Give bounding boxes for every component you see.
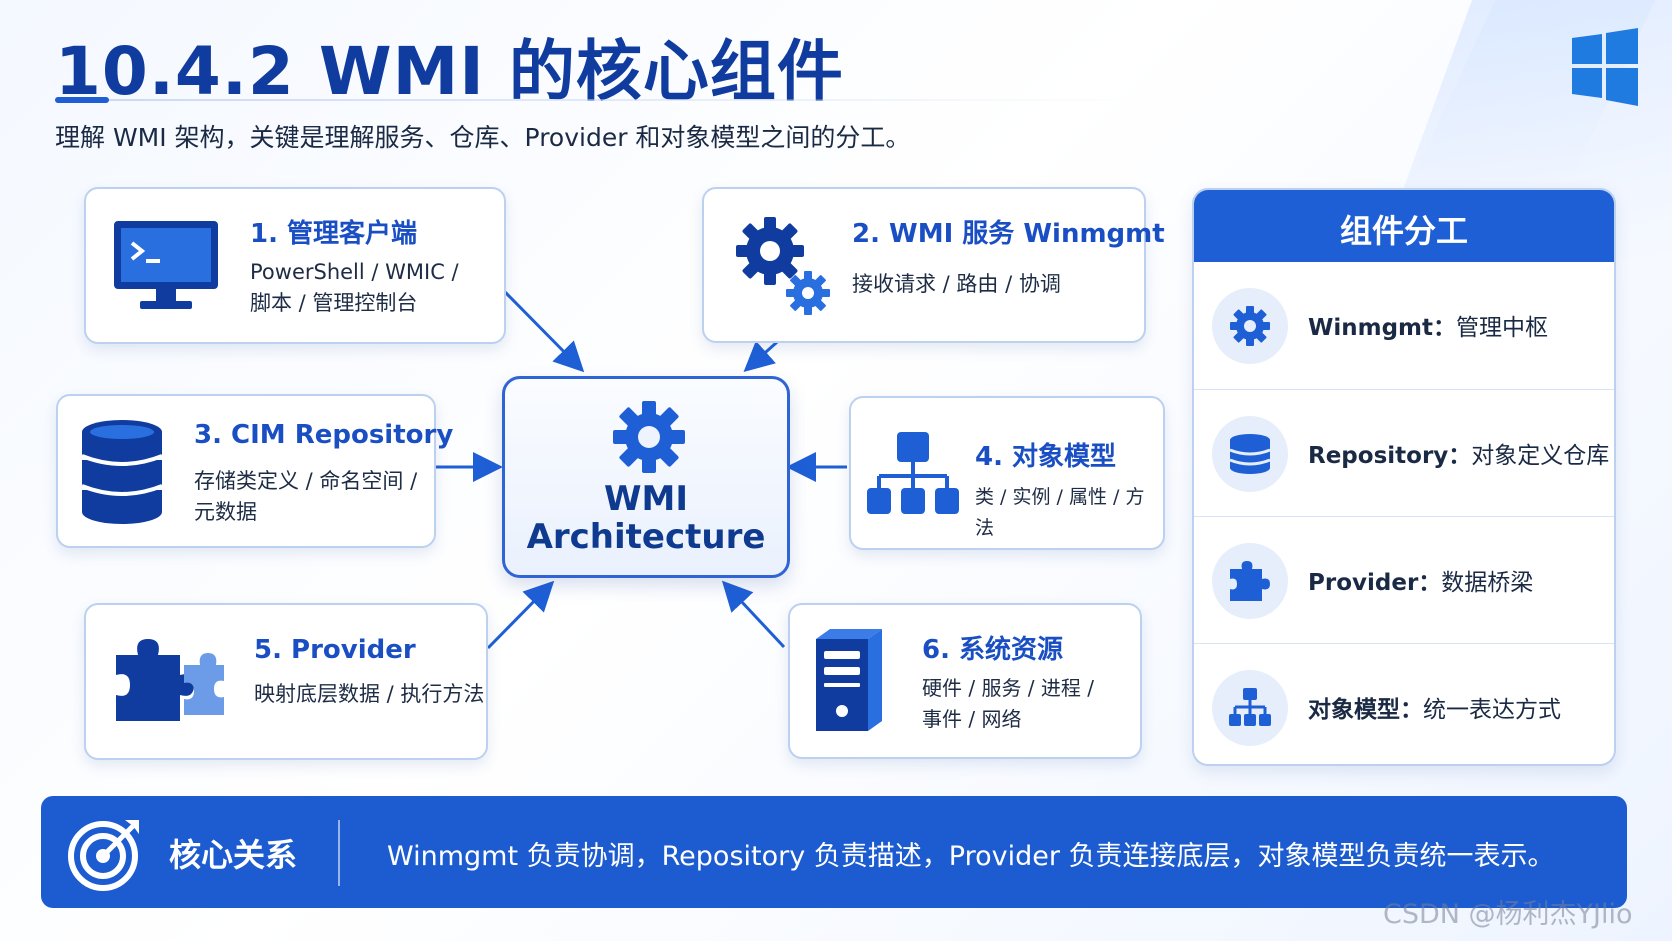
card-desc: 接收请求 / 路由 / 协调 — [852, 269, 1061, 300]
panel-row-text: Winmgmt：管理中枢 — [1308, 308, 1548, 342]
core-relationship-banner: 核心关系 Winmgmt 负责协调，Repository 负责描述，Provid… — [41, 796, 1627, 908]
card-client: 1. 管理客户端 PowerShell / WMIC / 脚本 / 管理控制台 — [84, 187, 506, 344]
card-desc: 类 / 实例 / 属性 / 方法 — [975, 482, 1163, 544]
server-icon — [816, 629, 882, 731]
gear-icon — [1230, 306, 1270, 346]
row-desc: 数据桥梁 — [1441, 570, 1534, 596]
card-system-resources: 6. 系统资源 硬件 / 服务 / 进程 / 事件 / 网络 — [788, 603, 1142, 759]
card-desc: 存储类定义 / 命名空间 / 元数据 — [194, 466, 417, 528]
banner-label: 核心关系 — [169, 836, 298, 874]
page-subtitle: 理解 WMI 架构，关键是理解服务、仓库、Provider 和对象模型之间的分工… — [55, 123, 911, 152]
target-icon — [68, 820, 139, 891]
row-desc: 对象定义仓库 — [1471, 443, 1610, 469]
hierarchy-icon — [1229, 688, 1271, 726]
panel-row-winmgmt: Winmgmt：管理中枢 — [1194, 262, 1614, 389]
hub-title-line2: Architecture — [526, 517, 766, 557]
watermark: CSDN @杨利杰YJlio — [1383, 899, 1633, 930]
puzzle-icon — [116, 639, 224, 721]
puzzle-icon — [1230, 561, 1270, 601]
banner-text: Winmgmt 负责协调，Repository 负责描述，Provider 负责… — [387, 841, 1555, 872]
title-divider — [55, 99, 1155, 101]
card-desc: 硬件 / 服务 / 进程 / 事件 / 网络 — [922, 673, 1094, 735]
panel-row-text: Repository：对象定义仓库 — [1308, 436, 1609, 470]
card-desc-line: 脚本 / 管理控制台 — [250, 291, 418, 315]
card-title: 1. 管理客户端 — [250, 219, 418, 249]
card-desc-line: PowerShell / WMIC / — [250, 260, 459, 284]
card-desc: 映射底层数据 / 执行方法 — [254, 679, 484, 710]
component-roles-panel: 组件分工 Winmgmt：管理中枢 — [1192, 188, 1616, 766]
card-desc-line: 映射底层数据 / 执行方法 — [254, 682, 485, 706]
card-title: 6. 系统资源 — [922, 635, 1064, 665]
card-repository: 3. CIM Repository 存储类定义 / 命名空间 / 元数据 — [56, 394, 453, 548]
card-title: 2. WMI 服务 Winmgmt — [852, 219, 1165, 249]
card-desc-line: 类 / 实例 / 属性 / 方法 — [975, 486, 1145, 539]
card-desc-line: 元数据 — [194, 500, 257, 524]
icon-bubble — [1212, 416, 1288, 492]
row-term: 对象模型： — [1308, 697, 1423, 723]
row-term: Repository： — [1308, 443, 1472, 469]
panel-row-object-model: 对象模型：统一表达方式 — [1194, 643, 1614, 764]
card-title: 5. Provider — [254, 635, 416, 665]
card-desc-line: 存储类定义 / 命名空间 / — [194, 469, 418, 493]
arrow-resource — [721, 580, 786, 649]
card-object-model: 4. 对象模型 类 / 实例 / 属性 / 方法 — [849, 396, 1165, 550]
gears-icon — [736, 217, 830, 315]
hub-title-line1: WMI — [604, 479, 688, 519]
arrow-client — [503, 290, 585, 373]
gear-icon — [613, 401, 685, 473]
icon-bubble — [1212, 288, 1288, 364]
wmi-architecture-hub: WMI Architecture — [502, 376, 790, 578]
card-desc: PowerShell / WMIC / 脚本 / 管理控制台 — [250, 257, 459, 319]
database-icon — [1229, 434, 1271, 474]
icon-bubble — [1212, 670, 1288, 746]
card-service: 2. WMI 服务 Winmgmt 接收请求 / 路由 / 协调 — [702, 187, 1165, 343]
panel-row-provider: Provider：数据桥梁 — [1194, 516, 1614, 644]
hierarchy-icon — [867, 432, 959, 514]
terminal-monitor-icon — [114, 221, 218, 309]
row-desc: 统一表达方式 — [1423, 697, 1561, 723]
windows-logo-icon — [1572, 28, 1638, 106]
card-desc-line: 硬件 / 服务 / 进程 / — [922, 676, 1095, 700]
database-icon — [81, 420, 163, 524]
page-title: 10.4.2 WMI 的核心组件 — [55, 33, 844, 110]
card-provider: 5. Provider 映射底层数据 / 执行方法 — [84, 603, 488, 760]
banner-divider — [338, 820, 340, 886]
panel-row-repository: Repository：对象定义仓库 — [1194, 389, 1614, 517]
row-term: Provider： — [1308, 570, 1442, 596]
card-desc-line: 接收请求 / 路由 / 协调 — [852, 272, 1061, 296]
panel-row-text: Provider：数据桥梁 — [1308, 563, 1533, 597]
panel-title: 组件分工 — [1339, 212, 1468, 250]
icon-bubble — [1212, 543, 1288, 619]
title-accent — [55, 97, 109, 103]
row-term: Winmgmt： — [1308, 315, 1457, 341]
panel-row-text: 对象模型：统一表达方式 — [1308, 690, 1561, 724]
card-desc-line: 事件 / 网络 — [922, 707, 1022, 731]
panel-header: 组件分工 — [1194, 190, 1614, 262]
row-desc: 管理中枢 — [1456, 315, 1549, 341]
card-title: 3. CIM Repository — [194, 420, 454, 450]
card-title: 4. 对象模型 — [975, 442, 1117, 472]
arrow-provider — [486, 580, 555, 650]
